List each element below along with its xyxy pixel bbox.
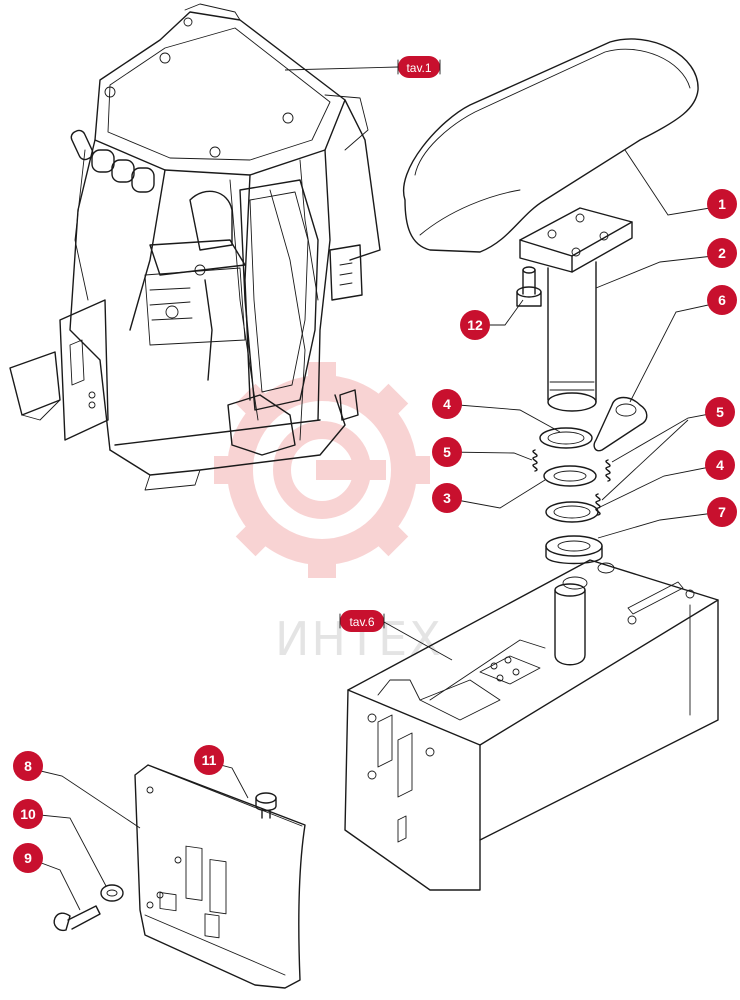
svg-text:7: 7 <box>718 504 726 520</box>
callout-3: 3 <box>432 483 462 513</box>
callouts: 1 2 6 12 4 5 3 5 4 7 8 11 10 9 <box>13 189 737 873</box>
svg-text:10: 10 <box>20 806 36 822</box>
watermark-gear-icon <box>214 362 430 578</box>
cab-assembly: tav.1 <box>9 3 441 491</box>
svg-text:2: 2 <box>718 245 726 261</box>
screw-11-icon <box>255 792 277 819</box>
callout-8: 8 <box>13 751 43 781</box>
svg-text:9: 9 <box>24 850 32 866</box>
bolt-9-icon <box>53 905 101 932</box>
svg-text:12: 12 <box>467 317 483 333</box>
callout-11: 11 <box>194 745 224 775</box>
callout-4-lower: 4 <box>705 450 735 480</box>
reference-badge-tav6: tav.6 <box>339 610 385 632</box>
console-housing: tav.6 <box>339 559 719 891</box>
svg-text:4: 4 <box>716 457 724 473</box>
svg-text:8: 8 <box>24 758 32 774</box>
watermark: ИНТЕХ <box>214 362 441 666</box>
callout-6: 6 <box>707 285 737 315</box>
support-post <box>519 207 633 412</box>
svg-text:5: 5 <box>716 404 724 420</box>
bolt-12-icon <box>516 266 542 307</box>
svg-text:1: 1 <box>718 196 726 212</box>
reference-label: tav.6 <box>349 615 374 629</box>
svg-text:11: 11 <box>202 752 217 768</box>
callout-10: 10 <box>13 799 43 829</box>
cover-plate <box>134 764 306 989</box>
armrest-cushion <box>402 38 699 253</box>
ring-4-lower <box>545 501 599 523</box>
callout-1: 1 <box>707 189 737 219</box>
spring-5-right-icon <box>595 459 611 516</box>
reference-badge-tav1: tav.1 <box>397 56 441 78</box>
callout-5-right: 5 <box>705 397 735 427</box>
svg-text:6: 6 <box>718 292 726 308</box>
washer-3 <box>543 465 597 487</box>
svg-text:4: 4 <box>443 396 451 412</box>
bushing-7 <box>545 535 603 565</box>
callout-4-upper: 4 <box>432 389 462 419</box>
svg-text:3: 3 <box>443 490 451 506</box>
spring-5-left-icon <box>532 449 538 472</box>
clamp-lever <box>593 396 648 452</box>
reference-label: tav.1 <box>406 61 431 75</box>
callout-2: 2 <box>707 238 737 268</box>
svg-text:5: 5 <box>443 444 451 460</box>
work-light-icon <box>70 129 155 193</box>
ring-4-upper <box>539 427 593 449</box>
callout-9: 9 <box>13 843 43 873</box>
callout-5-left: 5 <box>432 437 462 467</box>
washer-10-icon <box>100 884 124 902</box>
callout-12: 12 <box>460 310 490 340</box>
callout-7: 7 <box>707 497 737 527</box>
